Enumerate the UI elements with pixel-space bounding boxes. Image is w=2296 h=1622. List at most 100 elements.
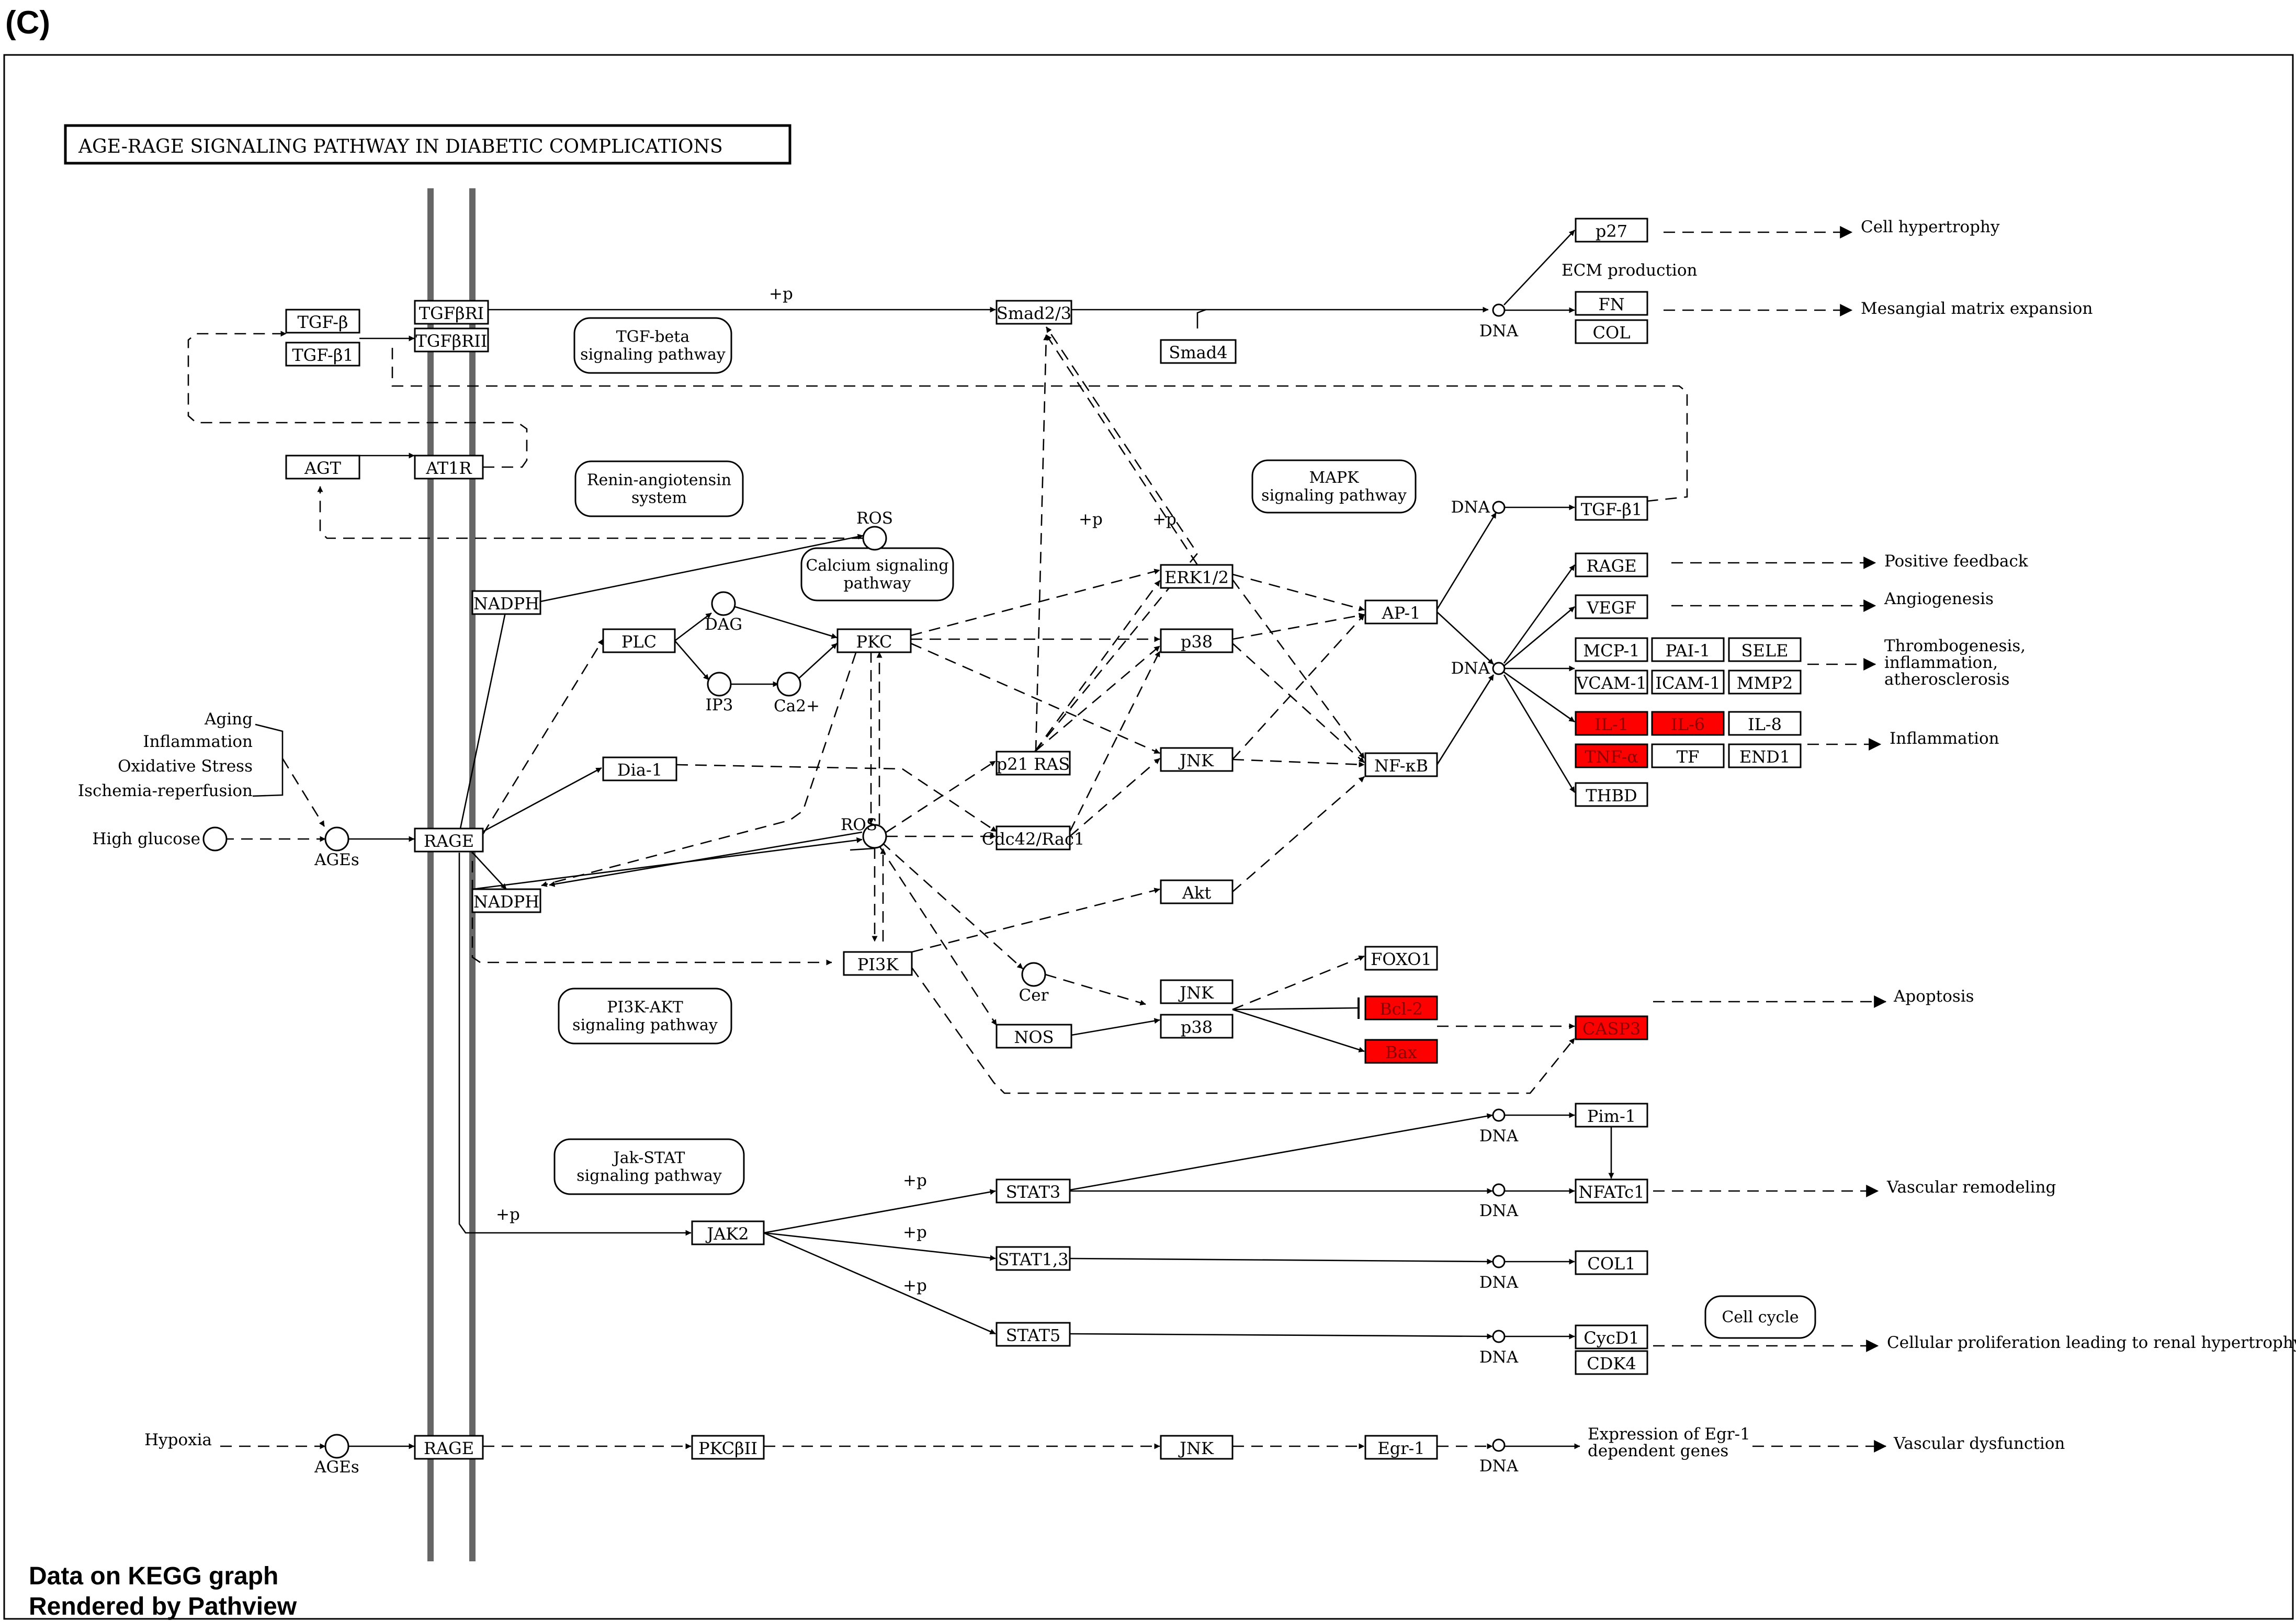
gene-node-tnf[interactable]: TNF-α	[1575, 743, 1648, 768]
gene-node-nadph[interactable]: NADPH	[471, 590, 541, 615]
gene-node-akt[interactable]: Akt	[1160, 879, 1234, 904]
gene-node-ap-1[interactable]: AP-1	[1364, 599, 1438, 625]
gene-node-jnk[interactable]: JNK	[1160, 747, 1234, 772]
gene-node-pi3k[interactable]: PI3K	[843, 951, 913, 976]
gene-node-p21-ras[interactable]: p21 RAS	[996, 751, 1071, 776]
compound-ages[interactable]: AGEs	[314, 1434, 359, 1477]
gene-node-cycd1[interactable]: CycD1	[1575, 1324, 1648, 1349]
gene-node-cdc42-rac1[interactable]: Cdc42/Rac1	[982, 825, 1085, 850]
gene-node-cdk4[interactable]: CDK4	[1575, 1350, 1648, 1375]
gene-node-pai-1[interactable]: PAI-1	[1651, 637, 1725, 662]
gene-node-rage[interactable]: RAGE	[1575, 552, 1648, 577]
compound-dna[interactable]: DNA	[1479, 1255, 1519, 1292]
compound-dna[interactable]: DNA	[1479, 1108, 1519, 1145]
annotation-ischemia-reperfusion: Ischemia-reperfusion	[78, 781, 253, 800]
gene-node-mmp2[interactable]: MMP2	[1728, 670, 1802, 695]
gene-node-casp3[interactable]: CASP3	[1575, 1015, 1648, 1040]
gene-node-agt[interactable]: AGT	[285, 455, 360, 480]
gene-node-col1[interactable]: COL1	[1575, 1250, 1648, 1275]
gene-node-bax[interactable]: Bax	[1364, 1039, 1438, 1064]
gene-node-icam-1[interactable]: ICAM-1	[1651, 670, 1725, 695]
gene-node-p38[interactable]: p38	[1160, 628, 1234, 653]
compound-high-glucose[interactable]: High glucose	[92, 826, 228, 852]
gene-node-erk1-2[interactable]: ERK1/2	[1160, 564, 1234, 589]
gene-node-tgf-ri[interactable]: TGFβRI	[414, 300, 489, 325]
gene-node-p38[interactable]: p38	[1160, 1014, 1234, 1039]
compound-dna[interactable]: DNA	[1451, 498, 1506, 517]
gene-label: JNK	[1178, 983, 1214, 1003]
compound-ages[interactable]: AGEs	[314, 826, 359, 869]
gene-node-rage[interactable]: RAGE	[414, 827, 484, 853]
compound-dna[interactable]: DNA	[1479, 303, 1519, 341]
gene-node-dia-1[interactable]: Dia-1	[602, 756, 677, 781]
gene-node-stat3[interactable]: STAT3	[996, 1178, 1071, 1204]
pathway-link-cell-cycle[interactable]: Cell cycle	[1704, 1295, 1816, 1339]
compound-ros[interactable]: ROS	[841, 815, 887, 849]
gene-node-smad4[interactable]: Smad4	[1160, 339, 1237, 364]
gene-node-il-6[interactable]: IL-6	[1651, 711, 1725, 736]
gene-node-jak2[interactable]: JAK2	[691, 1220, 765, 1245]
gene-node-jnk[interactable]: JNK	[1160, 979, 1234, 1004]
gene-node-stat1-3[interactable]: STAT1,3	[996, 1246, 1071, 1271]
gene-label: NF-κB	[1374, 756, 1428, 776]
compound-ros[interactable]: ROS	[856, 509, 893, 551]
compound-cer[interactable]: Cer	[1019, 962, 1049, 1005]
gene-node-nfatc1[interactable]: NFATc1	[1575, 1178, 1648, 1204]
gene-box	[1651, 637, 1725, 662]
gene-node-foxo1[interactable]: FOXO1	[1364, 946, 1438, 971]
compound-dna[interactable]: DNA	[1479, 1330, 1519, 1367]
gene-node-nos[interactable]: NOS	[996, 1024, 1072, 1049]
annotation-ecm-production: ECM production	[1562, 261, 1697, 280]
gene-node-smad2-3[interactable]: Smad2/3	[996, 300, 1072, 325]
compound-dna[interactable]: DNA	[1451, 659, 1506, 678]
gene-node-pkc[interactable]: PKC	[836, 628, 912, 653]
gene-node-pim-1[interactable]: Pim-1	[1575, 1103, 1648, 1128]
gene-node-plc[interactable]: PLC	[602, 628, 676, 653]
gene-node-tf[interactable]: TF	[1651, 743, 1725, 768]
gene-node-thbd[interactable]: THBD	[1575, 782, 1648, 807]
gene-node-tgf-1[interactable]: TGF-β1	[285, 342, 360, 367]
gene-node-tgf-rii[interactable]: TGFβRII	[414, 327, 489, 353]
edge	[1069, 1333, 1493, 1340]
gene-node-sele[interactable]: SELE	[1728, 637, 1802, 662]
gene-node-vcam-1[interactable]: VCAM-1	[1575, 670, 1648, 695]
gene-box	[1160, 628, 1234, 653]
outcome-label-apoptosis: Apoptosis	[1893, 987, 1974, 1006]
compound-ip3[interactable]: IP3	[706, 672, 733, 714]
gene-label: VEGF	[1586, 598, 1636, 618]
gene-node-nf-b[interactable]: NF-κB	[1364, 752, 1438, 777]
compound-dag[interactable]: DAG	[705, 591, 742, 634]
gene-node-bcl-2[interactable]: Bcl-2	[1364, 995, 1438, 1020]
compound-circle	[711, 591, 736, 616]
gene-node-at1r[interactable]: AT1R	[414, 455, 484, 480]
gene-node-il-1[interactable]: IL-1	[1575, 711, 1648, 736]
gene-node-fn[interactable]: FN	[1575, 291, 1648, 316]
gene-node-rage[interactable]: RAGE	[414, 1435, 484, 1460]
gene-node-il-8[interactable]: IL-8	[1728, 711, 1802, 736]
gene-node-jnk[interactable]: JNK	[1160, 1435, 1234, 1460]
gene-node-tgf[interactable]: TGF-β	[285, 309, 360, 334]
compound-label: High glucose	[92, 830, 200, 848]
gene-node-nadph[interactable]: NADPH	[471, 888, 541, 913]
gene-node-p27[interactable]: p27	[1575, 218, 1648, 243]
gene-node-mcp-1[interactable]: MCP-1	[1575, 637, 1648, 662]
compound-ca2[interactable]: Ca2+	[774, 672, 820, 716]
gene-node-egr-1[interactable]: Egr-1	[1364, 1435, 1438, 1460]
gene-node-tgf-1[interactable]: TGF-β1	[1575, 496, 1648, 521]
gene-node-col[interactable]: COL	[1575, 319, 1648, 344]
compound-dna[interactable]: DNA	[1479, 1438, 1519, 1476]
gene-node-end1[interactable]: END1	[1728, 743, 1802, 768]
pathway-box	[558, 988, 732, 1045]
gene-box	[471, 590, 541, 615]
gene-node-stat5[interactable]: STAT5	[996, 1322, 1071, 1347]
compound-dna[interactable]: DNA	[1479, 1183, 1519, 1220]
gene-label: FN	[1598, 294, 1624, 314]
gene-node-vegf[interactable]: VEGF	[1575, 594, 1648, 619]
gene-node-pkc-ii[interactable]: PKCβII	[691, 1435, 765, 1460]
